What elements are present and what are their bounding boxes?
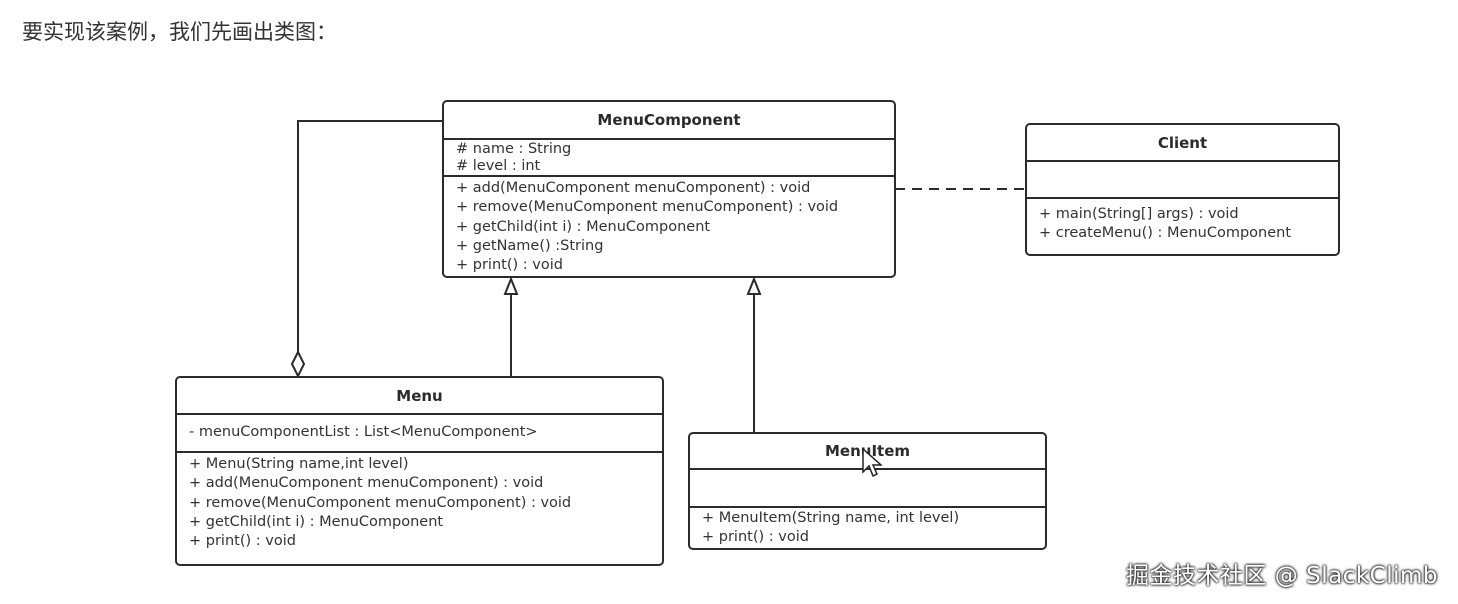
method: + createMenu() : MenuComponent <box>1039 225 1292 242</box>
class-attributes <box>690 470 1045 508</box>
method: + remove(MenuComponent menuComponent) : … <box>189 494 572 511</box>
class-title: MenuItem <box>690 434 1045 470</box>
class-methods: + add(MenuComponent menuComponent) : voi… <box>444 177 894 276</box>
method: + add(MenuComponent menuComponent) : voi… <box>456 180 811 196</box>
method: + add(MenuComponent menuComponent) : voi… <box>189 475 544 492</box>
watermark: 掘金技术社区 @ SlackClimb <box>1125 563 1438 589</box>
method: + MenuItem(String name, int level) <box>702 510 960 526</box>
class-title: MenuComponent <box>444 102 894 140</box>
method: + getChild(int i) : MenuComponent <box>189 513 444 530</box>
class-menu: Menu - menuComponentList : List<MenuComp… <box>175 376 664 566</box>
method: + main(String[] args) : void <box>1039 206 1239 222</box>
method: + print() : void <box>456 257 563 274</box>
method: + remove(MenuComponent menuComponent) : … <box>456 199 839 216</box>
class-title: Menu <box>177 378 662 415</box>
class-methods: + MenuItem(String name, int level) + pri… <box>690 508 1045 548</box>
intro-text: 要实现该案例，我们先画出类图： <box>22 20 337 44</box>
class-attributes <box>1027 162 1338 199</box>
method: + getChild(int i) : MenuComponent <box>456 218 711 235</box>
menuitem-inheritance-arrow <box>746 276 762 295</box>
method: + print() : void <box>189 533 296 550</box>
method: + getName() :String <box>456 237 604 254</box>
mouse-cursor-icon <box>862 448 882 478</box>
aggregation-diamond <box>290 349 306 379</box>
method: + Menu(String name,int level) <box>189 456 409 472</box>
class-title: Client <box>1027 125 1338 162</box>
class-methods: + Menu(String name,int level) + add(Menu… <box>177 453 662 553</box>
class-methods: + main(String[] args) : void + createMen… <box>1027 199 1338 246</box>
menu-inheritance-arrow <box>503 276 519 295</box>
attribute: # name : String <box>456 141 572 157</box>
method: + print() : void <box>702 529 809 546</box>
class-client: Client + main(String[] args) : void + cr… <box>1025 123 1340 256</box>
aggregation-line <box>297 120 443 358</box>
attribute: - menuComponentList : List<MenuComponent… <box>189 424 538 440</box>
class-attributes: - menuComponentList : List<MenuComponent… <box>177 415 662 453</box>
attribute: # level : int <box>456 158 541 175</box>
class-attributes: # name : String # level : int <box>444 140 894 177</box>
class-menucomponent: MenuComponent # name : String # level : … <box>442 100 896 278</box>
class-menuitem: MenuItem + MenuItem(String name, int lev… <box>688 432 1047 550</box>
